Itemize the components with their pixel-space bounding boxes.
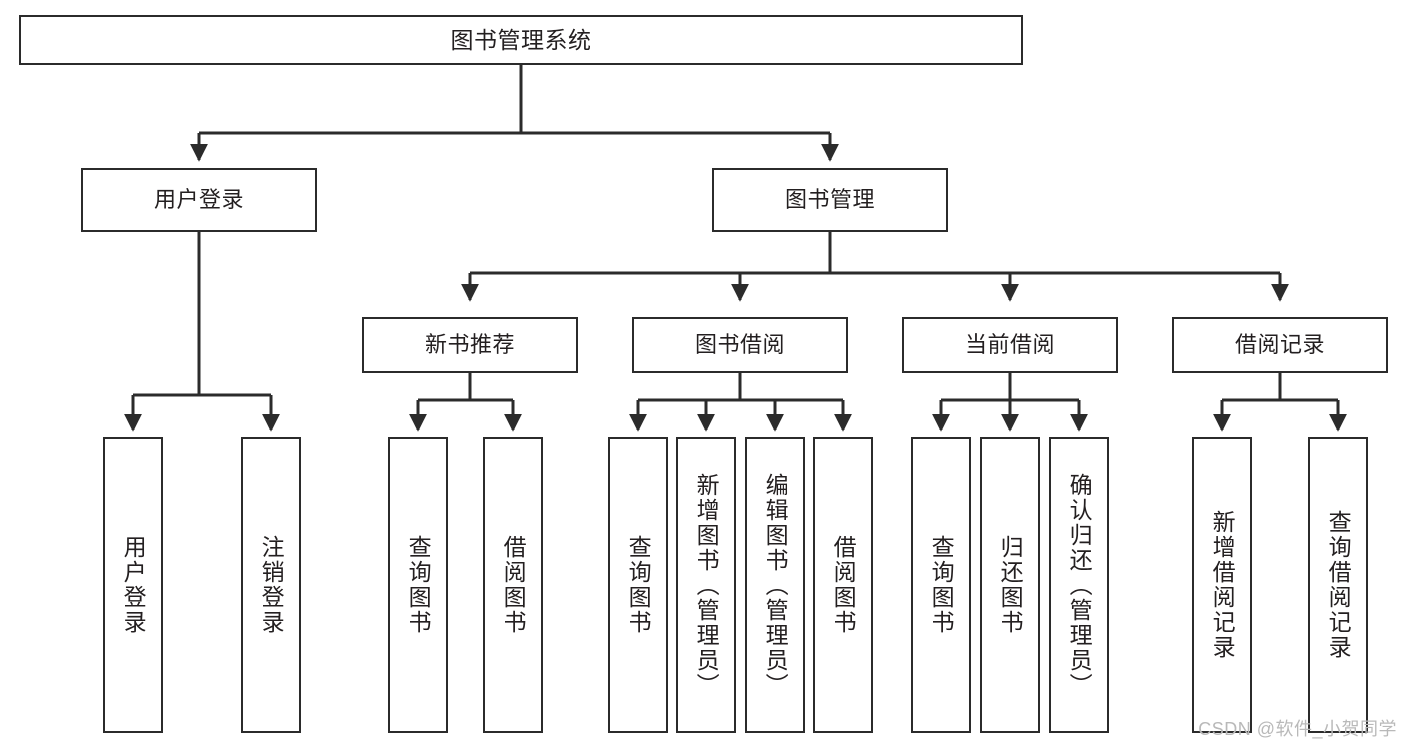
node-label: 编辑图书（管理员） <box>762 472 789 698</box>
node-label: 图书管理 <box>784 187 875 213</box>
csdn-watermark: CSDN @软件_小贺同学 <box>1198 719 1397 739</box>
node-user-login[interactable]: 用户登录 <box>81 168 317 232</box>
node-book-manage[interactable]: 图书管理 <box>712 168 948 232</box>
node-leaf-query-book-2[interactable]: 查询图书 <box>608 437 668 733</box>
node-leaf-add-book[interactable]: 新增图书（管理员） <box>676 437 736 733</box>
node-label: 当前借阅 <box>964 332 1055 358</box>
node-label: 归还图书 <box>997 535 1024 635</box>
node-current-borrow[interactable]: 当前借阅 <box>902 317 1118 373</box>
node-label: 查询图书 <box>625 535 652 635</box>
node-label: 图书管理系统 <box>450 26 592 53</box>
node-label: 查询图书 <box>405 535 432 635</box>
node-label: 新增借阅记录 <box>1209 510 1236 660</box>
node-leaf-edit-book[interactable]: 编辑图书（管理员） <box>745 437 805 733</box>
node-leaf-add-record[interactable]: 新增借阅记录 <box>1192 437 1252 733</box>
node-book-borrow[interactable]: 图书借阅 <box>632 317 848 373</box>
node-label: 查询借阅记录 <box>1325 510 1352 660</box>
node-label: 新增图书（管理员） <box>693 472 720 698</box>
node-root-book-management-system[interactable]: 图书管理系统 <box>19 15 1023 65</box>
node-leaf-query-book-3[interactable]: 查询图书 <box>911 437 971 733</box>
node-borrow-record[interactable]: 借阅记录 <box>1172 317 1388 373</box>
node-new-book-recommend[interactable]: 新书推荐 <box>362 317 578 373</box>
node-label: 新书推荐 <box>424 332 515 358</box>
node-label: 注销登录 <box>258 535 285 635</box>
node-label: 用户登录 <box>153 187 244 213</box>
node-label: 查询图书 <box>928 535 955 635</box>
node-leaf-user-login[interactable]: 用户登录 <box>103 437 163 733</box>
node-label: 借阅记录 <box>1234 332 1325 358</box>
node-label: 借阅图书 <box>830 535 857 635</box>
node-leaf-borrow-book-2[interactable]: 借阅图书 <box>813 437 873 733</box>
node-leaf-borrow-book-1[interactable]: 借阅图书 <box>483 437 543 733</box>
node-leaf-query-book-1[interactable]: 查询图书 <box>388 437 448 733</box>
node-leaf-query-record[interactable]: 查询借阅记录 <box>1308 437 1368 733</box>
node-label: 确认归还（管理员） <box>1066 472 1093 698</box>
node-leaf-confirm-return[interactable]: 确认归还（管理员） <box>1049 437 1109 733</box>
node-label: 用户登录 <box>120 535 147 635</box>
node-leaf-return-book[interactable]: 归还图书 <box>980 437 1040 733</box>
node-label: 图书借阅 <box>694 332 785 358</box>
node-leaf-user-logout[interactable]: 注销登录 <box>241 437 301 733</box>
node-label: 借阅图书 <box>500 535 527 635</box>
